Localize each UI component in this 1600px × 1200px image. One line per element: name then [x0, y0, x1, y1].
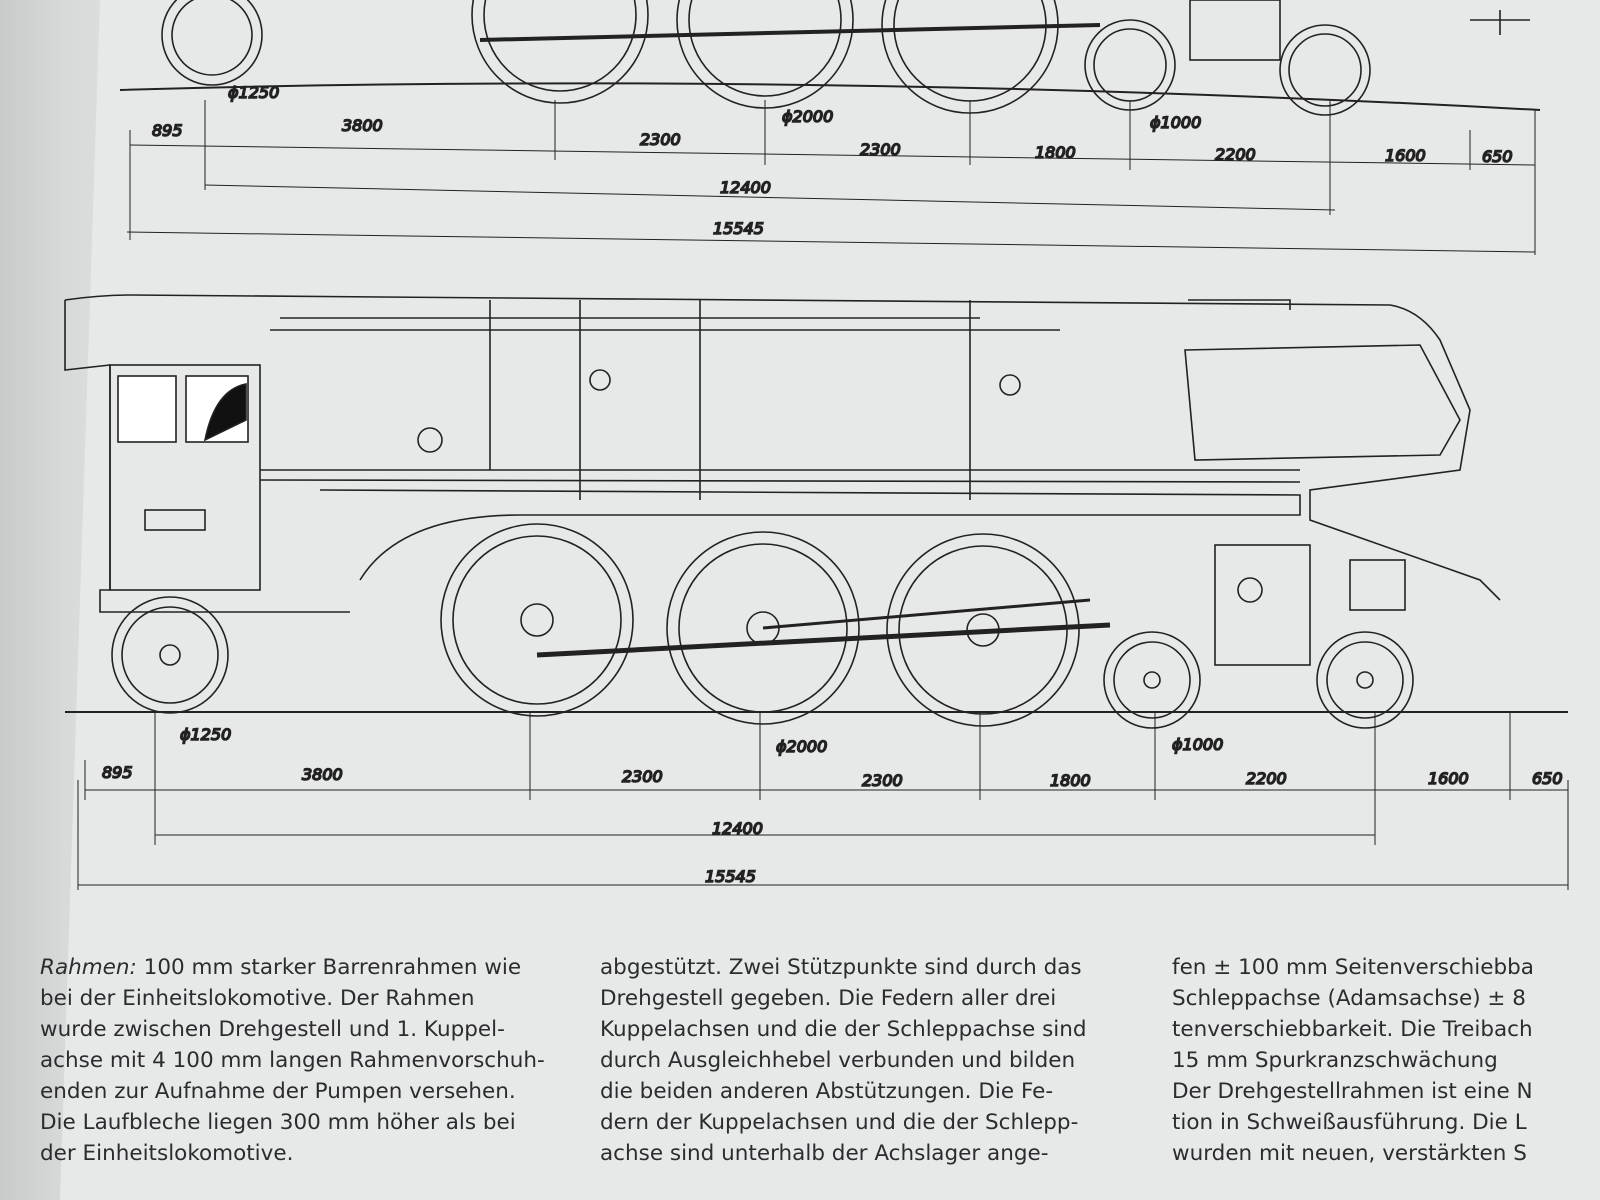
- bottom-locomotive-drawing: ϕ1250 ϕ2000 ϕ1000 895 3800 2300 2300 180…: [64, 294, 1569, 890]
- text-line: Drehgestell gegeben. Die Federn aller dr…: [600, 986, 1057, 1011]
- bottom-dim-label: 1800: [1050, 771, 1091, 790]
- bottom-diameter-trailing: ϕ1000: [1172, 735, 1223, 754]
- top-wheelbase-label: 12400: [720, 178, 771, 197]
- text-line: durch Ausgleichhebel verbunden und bilde…: [600, 1048, 1076, 1073]
- top-diameter-trailing: ϕ1000: [1150, 113, 1201, 132]
- top-dim-label: 2200: [1215, 145, 1256, 164]
- top-dim-label: 1600: [1385, 146, 1426, 165]
- bottom-dim-label: 2300: [622, 767, 663, 786]
- text-line: abgestützt. Zwei Stützpunkte sind durch …: [600, 955, 1082, 980]
- bottom-dim-label: 1600: [1428, 769, 1469, 788]
- bottom-dimension-lines: [77, 712, 1569, 890]
- locomotive-body: [64, 294, 1501, 666]
- text-line: der Einheitslokomotive.: [40, 1141, 294, 1166]
- text-line: enden zur Aufnahme der Pumpen versehen.: [40, 1079, 516, 1104]
- text-line: bei der Einheitslokomotive. Der Rahmen: [40, 986, 475, 1011]
- text-line: Kuppelachsen und die der Schleppachse si…: [600, 1017, 1087, 1042]
- text-column-1: Rahmen: 100 mm starker Barrenrahmen wie …: [40, 952, 570, 1169]
- text-line-content: 100 mm starker Barrenrahmen wie: [143, 955, 522, 980]
- bottom-dim-label: 895: [102, 763, 133, 782]
- text-line: 15 mm Spurkranzschwächung: [1172, 1048, 1498, 1073]
- top-diameter-driving: ϕ2000: [782, 107, 833, 126]
- text-line: achse sind unterhalb der Achslager ange-: [600, 1141, 1049, 1166]
- bottom-wheels: [111, 523, 1414, 729]
- text-line: Schleppachse (Adamsachse) ± 8: [1172, 986, 1526, 1011]
- bottom-dim-label: 3800: [302, 765, 343, 784]
- top-dim-label: 2300: [640, 130, 681, 149]
- text-line: tenverschiebbarkeit. Die Treibach: [1172, 1017, 1533, 1042]
- top-diameter-leading: ϕ1250: [228, 83, 279, 102]
- bottom-dim-label: 2200: [1246, 769, 1287, 788]
- section-heading-rahmen: Rahmen:: [40, 955, 137, 980]
- bottom-diameter-driving: ϕ2000: [776, 737, 827, 756]
- top-locomotive-drawing: ϕ1250 ϕ2000 ϕ1000 895 3800 2300 2300 180…: [119, 0, 1541, 255]
- text-column-2: abgestützt. Zwei Stützpunkte sind durch …: [600, 952, 1135, 1169]
- text-line: wurden mit neuen, verstärkten S: [1172, 1141, 1527, 1166]
- top-dim-label: 650: [1482, 147, 1513, 166]
- top-dim-label: 3800: [342, 116, 383, 135]
- bottom-dim-label: 2300: [862, 771, 903, 790]
- text-line: Die Laufbleche liegen 300 mm höher als b…: [40, 1110, 516, 1135]
- top-wheels: [161, 0, 1530, 116]
- top-dimension-lines: [126, 100, 1536, 255]
- text-line: die beiden anderen Abstützungen. Die Fe-: [600, 1079, 1054, 1104]
- text-line: fen ± 100 mm Seitenverschiebba: [1172, 955, 1534, 980]
- text-line: Rahmen: 100 mm starker Barrenrahmen wie: [40, 952, 570, 983]
- top-dim-label: 1800: [1035, 143, 1076, 162]
- text-column-3: fen ± 100 mm Seitenverschiebba Schleppac…: [1172, 952, 1534, 1169]
- bottom-diameter-leading: ϕ1250: [180, 725, 231, 744]
- text-line: tion in Schweißausführung. Die L: [1172, 1110, 1527, 1135]
- bottom-dim-label: 650: [1532, 769, 1563, 788]
- top-dim-label: 895: [152, 121, 183, 140]
- top-overall-length-label: 15545: [713, 219, 764, 238]
- bottom-wheelbase-label: 12400: [712, 819, 763, 838]
- text-line: Der Drehgestellrahmen ist eine N: [1172, 1079, 1533, 1104]
- top-dim-label: 2300: [860, 140, 901, 159]
- bottom-overall-length-label: 15545: [705, 867, 756, 886]
- text-line: dern der Kuppelachsen und die der Schlep…: [600, 1110, 1079, 1135]
- text-line: wurde zwischen Drehgestell und 1. Kuppel…: [40, 1017, 505, 1042]
- text-line: achse mit 4 100 mm langen Rahmenvorschuh…: [40, 1048, 545, 1073]
